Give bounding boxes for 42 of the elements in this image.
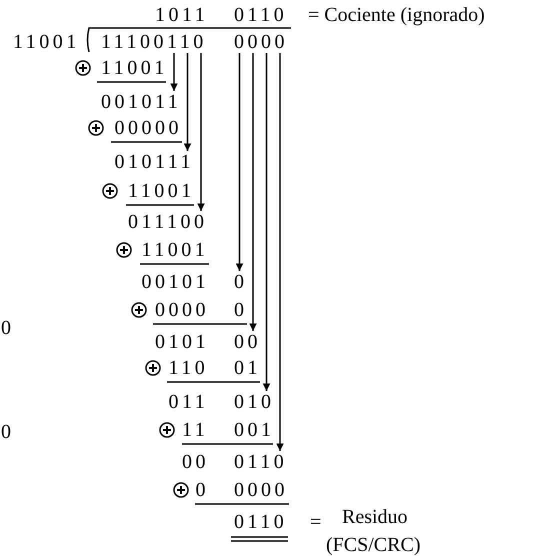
bit-string: 0110 <box>234 452 288 472</box>
bit-string: 00000 <box>114 118 182 138</box>
arrow <box>262 53 270 391</box>
bit-string: 00101 <box>142 272 209 292</box>
bit-string: 01 <box>234 358 261 378</box>
bit-string: 001 <box>234 420 274 440</box>
bit-string: 11001 <box>128 181 195 201</box>
remainder-digits: 0110 <box>234 512 288 532</box>
arrow <box>197 53 205 211</box>
equals-sign: = <box>310 512 322 532</box>
bit-string: 11001 <box>142 240 208 260</box>
bit-string: 00 <box>234 332 261 352</box>
bit-string: 001011 <box>101 92 182 112</box>
arrow <box>236 53 244 271</box>
bit-string: 110 <box>168 358 208 378</box>
bit-string: 00 <box>182 452 209 472</box>
bit-string: 11 <box>182 420 208 440</box>
arrow <box>249 53 257 331</box>
bit-string: 0 <box>1 422 14 442</box>
arrow <box>170 53 178 91</box>
arrow <box>276 53 284 451</box>
arrow <box>184 53 192 151</box>
bit-string: 11100110 <box>101 32 207 52</box>
bit-string: 0000 <box>234 32 288 52</box>
bit-string: 010111 <box>114 152 194 172</box>
divisor-digits: 11001 <box>13 32 80 52</box>
bit-string: 0 <box>196 480 209 500</box>
quotient-note: = Cociente (ignorado) <box>308 5 485 25</box>
bit-string: 011100 <box>128 212 208 232</box>
remainder-note: (FCS/CRC) <box>326 535 420 555</box>
bit-string: 0 <box>1 318 14 338</box>
quotient-digits: 0110 <box>234 5 288 25</box>
bit-string: 010 <box>234 392 274 412</box>
bit-string: 11001 <box>101 58 168 78</box>
bit-string: 011 <box>168 392 208 412</box>
bit-string: 0000 <box>234 480 288 500</box>
bit-string: 0 <box>234 272 248 292</box>
remainder-note: Residuo <box>342 507 408 527</box>
bit-string: 0000 <box>155 300 209 320</box>
bit-string: 0 <box>234 300 248 320</box>
quotient-digits: 1011 <box>155 5 208 25</box>
bit-string: 0101 <box>155 332 209 352</box>
